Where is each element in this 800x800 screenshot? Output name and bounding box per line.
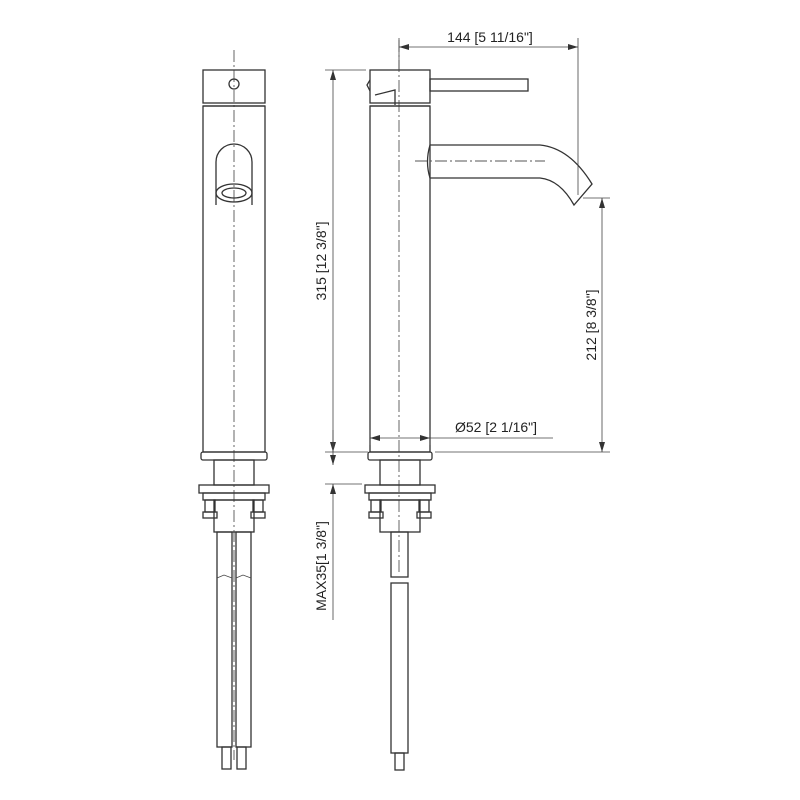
spout-reach-label: 144 [5 11/16"] [447, 29, 533, 45]
side-base-ring [367, 451, 433, 461]
side-hose [390, 531, 409, 578]
side-mounting-flange [364, 484, 436, 494]
front-hose-left [216, 531, 233, 748]
hose-fitting [221, 746, 232, 770]
aerator-icon [215, 183, 253, 203]
body-diameter-label: Ø52 [2 1/16"] [455, 419, 537, 435]
front-view [198, 50, 270, 770]
max-deck-thickness-label: MAX35[1 3/8"] [313, 521, 329, 611]
side-body [369, 105, 431, 453]
hose-fitting [394, 752, 405, 771]
side-view [364, 40, 593, 771]
spout-slot [215, 143, 253, 205]
lever-handle [429, 78, 529, 92]
hose-fitting [236, 746, 247, 770]
front-handle-cap [202, 69, 266, 104]
spout [426, 144, 593, 207]
front-hose-right [235, 531, 252, 748]
spout-height-label: 212 [8 3/8"] [583, 289, 599, 360]
handle-screw-icon [228, 78, 240, 90]
total-height-label: 315 [12 3/8"] [313, 222, 329, 301]
dimension-lines: 144 [5 11/16"] 315 [12 3/8"] 212 [8 3/8"… [313, 29, 610, 620]
side-handle-cap [369, 69, 431, 104]
